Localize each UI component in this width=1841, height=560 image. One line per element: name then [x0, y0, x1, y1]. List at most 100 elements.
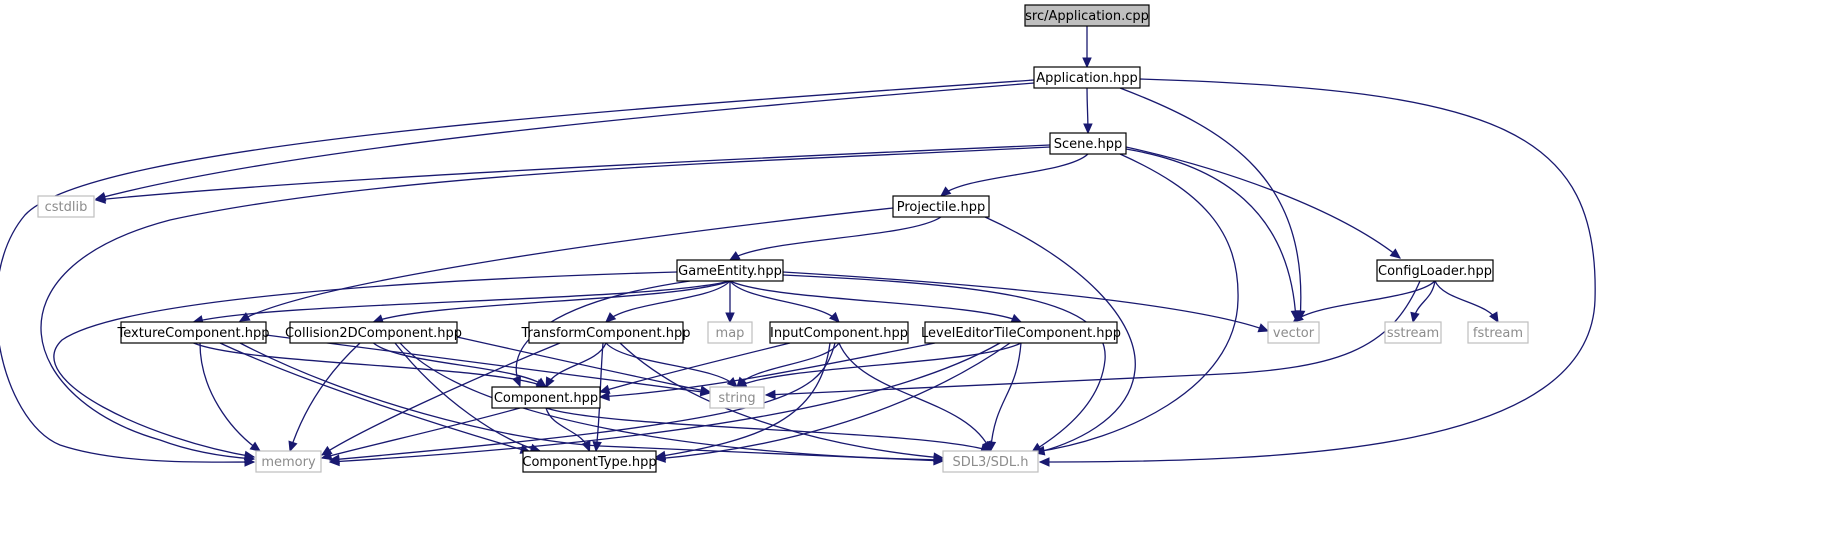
edge-component-to-componenttype [545, 407, 591, 453]
node-label: Application.hpp [1036, 71, 1138, 86]
node-scene[interactable]: Scene.hpp [1049, 132, 1127, 155]
edge-app_hpp-to-vector [1119, 87, 1306, 322]
node-box [1049, 132, 1127, 155]
edge-gameentity-to-collision [372, 280, 731, 324]
node-label: TextureComponent.hpp [117, 326, 270, 341]
edge-configloader-to-fstream [1434, 280, 1499, 324]
node-label: GameEntity.hpp [678, 264, 782, 279]
node-transform[interactable]: TransformComponent.hpp [520, 321, 691, 344]
edge-leveleditor-to-memory [328, 342, 1001, 467]
edge-app_hpp-to-scene [1083, 87, 1093, 135]
node-label: ConfigLoader.hpp [1378, 264, 1492, 279]
node-memory: memory [255, 450, 322, 473]
edge-gameentity-to-vector [782, 271, 1270, 333]
node-projectile[interactable]: Projectile.hpp [892, 195, 990, 218]
edge-gameentity-to-map [725, 281, 735, 324]
arrowhead [320, 450, 333, 461]
node-label: memory [261, 455, 316, 470]
arrowhead [1083, 123, 1093, 135]
edge-leveleditor-to-sdl [986, 342, 1022, 453]
edge-transform-to-string [605, 342, 738, 388]
node-label: SDL3/SDL.h [952, 455, 1028, 470]
node-gameentity[interactable]: GameEntity.hpp [676, 259, 784, 282]
arrowhead [238, 312, 251, 322]
edge-collision-to-memory [288, 342, 361, 453]
arrowhead [592, 440, 602, 453]
node-box [255, 450, 322, 473]
node-label: sstream [1387, 326, 1439, 341]
node-label: src/Application.cpp [1025, 9, 1149, 24]
node-input[interactable]: InputComponent.hpp [769, 321, 909, 344]
node-texture[interactable]: TextureComponent.hpp [117, 321, 270, 344]
edge-scene-to-cstdlib [94, 144, 1051, 204]
arrowhead [328, 456, 340, 467]
node-box [37, 195, 95, 218]
arrowhead [598, 391, 610, 402]
arrowhead [288, 440, 298, 453]
node-layer: src/Application.cppApplication.hppScene.… [37, 4, 1529, 473]
edge-leveleditor-to-component [598, 342, 936, 402]
edge-scene-to-projectile [940, 153, 1089, 197]
node-box [707, 321, 753, 344]
edge-projectile-to-texture [238, 207, 894, 322]
node-box [1384, 321, 1442, 344]
arrowhead [535, 377, 547, 388]
node-label: cstdlib [45, 200, 88, 215]
arrowhead [1489, 311, 1499, 324]
node-app_hpp[interactable]: Application.hpp [1033, 66, 1141, 89]
node-label: Scene.hpp [1054, 137, 1123, 152]
node-cstdlib: cstdlib [37, 195, 95, 218]
edge-collision-to-component [373, 342, 547, 388]
node-label: InputComponent.hpp [770, 326, 908, 341]
arrowhead [1257, 323, 1270, 333]
arrowhead [725, 312, 735, 324]
node-box [709, 386, 765, 409]
node-box [892, 195, 990, 218]
edge-collision-to-string [456, 336, 712, 395]
node-collision[interactable]: Collision2DComponent.hpp [285, 321, 462, 344]
arrowhead [986, 441, 997, 453]
arrowhead [545, 376, 555, 389]
node-box [120, 321, 267, 344]
node-label: fstream [1473, 326, 1523, 341]
node-label: string [718, 391, 755, 406]
node-configloader[interactable]: ConfigLoader.hpp [1376, 259, 1494, 282]
edge-scene-to-configloader [1125, 146, 1401, 259]
node-label: Collision2DComponent.hpp [285, 326, 462, 341]
node-label: ComponentType.hpp [522, 455, 656, 470]
arrowhead [94, 194, 106, 204]
node-label: map [716, 326, 745, 341]
arrowhead [598, 384, 611, 394]
edge-layer [0, 26, 1596, 467]
node-label: Projectile.hpp [897, 200, 986, 215]
arrowhead [940, 186, 952, 197]
edge-configloader-to-string [764, 280, 1421, 400]
arrowhead [933, 452, 945, 462]
edge-gameentity-to-memory [53, 271, 678, 461]
node-box [491, 386, 601, 409]
arrowhead [243, 450, 256, 461]
node-box [1024, 4, 1150, 27]
node-component[interactable]: Component.hpp [491, 386, 601, 409]
arrowhead [1410, 311, 1420, 324]
node-box [1033, 66, 1141, 89]
node-app_cpp[interactable]: src/Application.cpp [1024, 4, 1150, 27]
node-leveleditor[interactable]: LevelEditorTileComponent.hpp [921, 321, 1121, 344]
node-box [769, 321, 909, 344]
arrowhead [699, 385, 712, 395]
arrowhead [249, 441, 261, 452]
node-box [1267, 321, 1320, 344]
node-vector: vector [1267, 321, 1320, 344]
node-fstream: fstream [1467, 321, 1529, 344]
node-componenttype[interactable]: ComponentType.hpp [522, 450, 657, 473]
arrowhead [605, 312, 617, 323]
node-label: LevelEditorTileComponent.hpp [921, 326, 1121, 341]
arrowhead [764, 389, 776, 400]
edge-texture-to-memory [199, 342, 261, 452]
node-box [289, 321, 458, 344]
node-map: map [707, 321, 753, 344]
node-box [528, 321, 684, 344]
edge-app_hpp-to-sdl [1038, 78, 1596, 467]
node-box [1376, 259, 1494, 282]
